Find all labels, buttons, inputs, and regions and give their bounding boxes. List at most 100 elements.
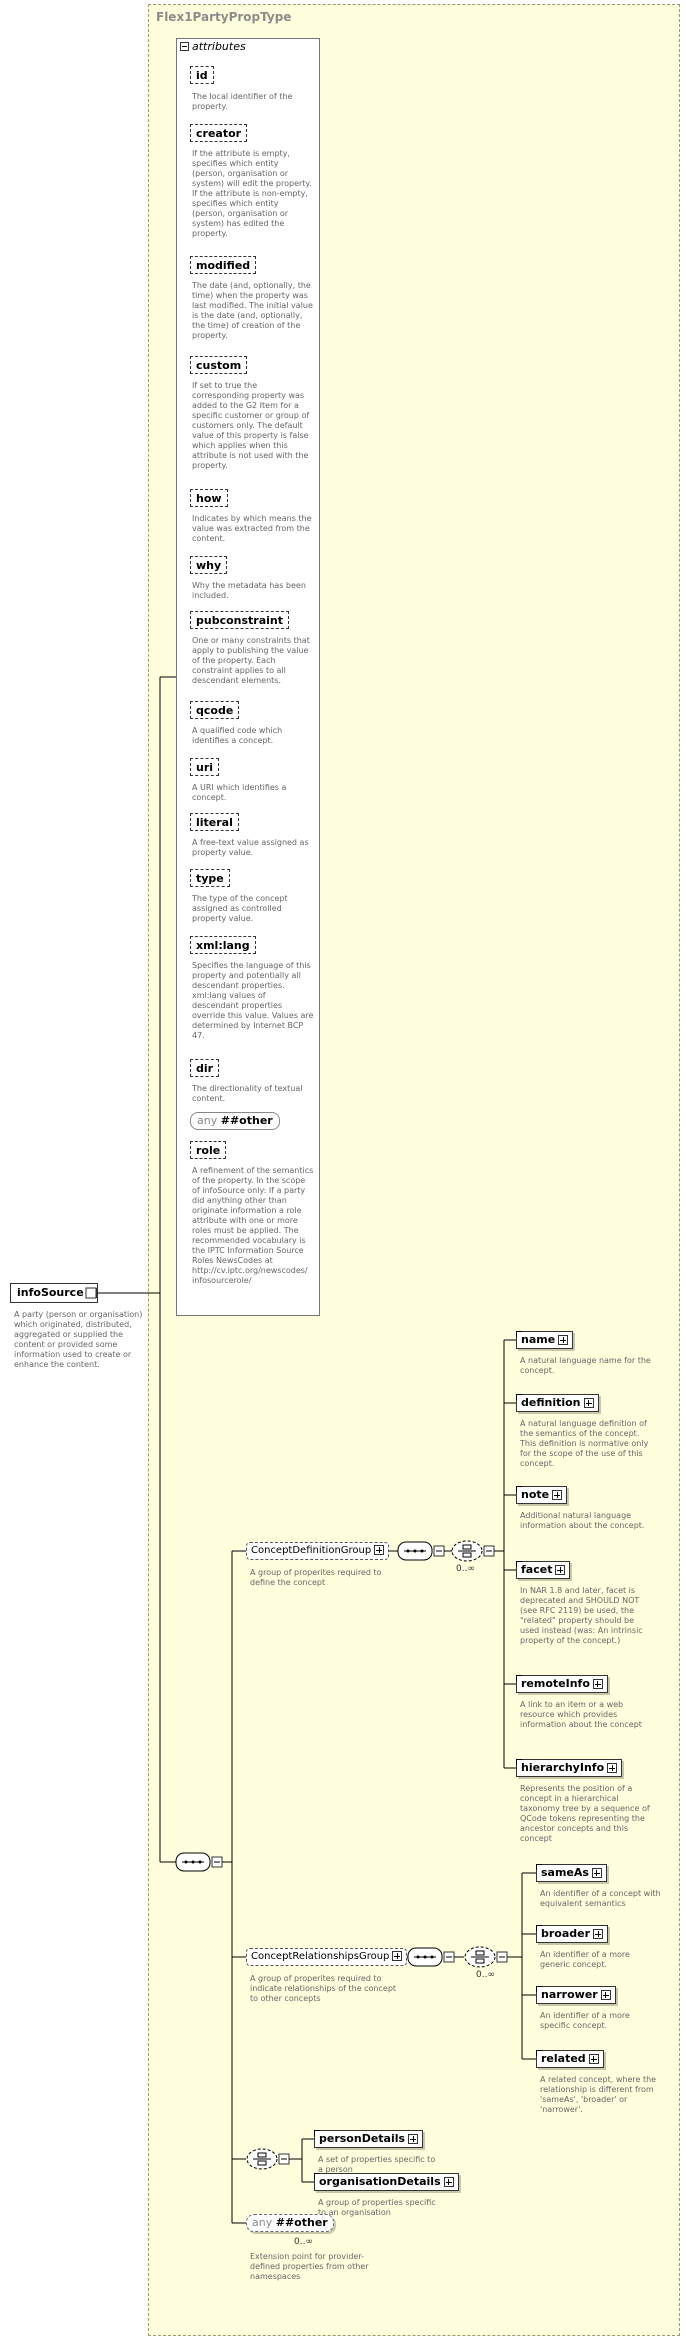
attribute-how[interactable]: how — [190, 489, 228, 507]
cardinality: 0..∞ — [294, 2237, 313, 2247]
element-narrower[interactable]: narrower — [536, 1986, 616, 2004]
expand-icon[interactable] — [552, 1490, 563, 1500]
attribute-desc: Specifies the language of this property … — [192, 961, 314, 1040]
expand-icon[interactable] — [555, 1565, 566, 1575]
element-label: narrower — [541, 1988, 598, 2001]
element-desc: Additional natural language information … — [520, 1511, 645, 1530]
group-concept-definition[interactable]: ConceptDefinitionGroup — [246, 1542, 390, 1560]
any-element[interactable]: any ##other — [246, 2214, 334, 2232]
attribute-qcode[interactable]: qcode — [190, 701, 240, 719]
expand-icon[interactable] — [408, 2134, 419, 2144]
element-label: sameAs — [541, 1866, 589, 1879]
sequence-compositor[interactable] — [175, 1852, 223, 1872]
element-label: broader — [541, 1927, 591, 1940]
element-label: related — [541, 2052, 586, 2065]
expand-icon[interactable] — [593, 1929, 604, 1939]
attribute-xml-lang[interactable]: xml:lang — [190, 936, 256, 954]
root-element-desc: A party (person or organisation) which o… — [14, 1310, 143, 1369]
expand-icon[interactable] — [592, 1679, 603, 1689]
attribute-id[interactable]: id — [190, 66, 214, 84]
root-element-label: infoSource — [17, 1286, 84, 1299]
element-desc: A related concept, where the relationshi… — [540, 2075, 657, 2114]
element-label: hierarchyInfo — [521, 1761, 605, 1774]
expand-icon[interactable] — [443, 2177, 454, 2187]
element-remoteinfo[interactable]: remoteInfo — [516, 1675, 608, 1693]
any-namespace: ##other — [220, 1114, 273, 1127]
element-desc: A link to an item or a web resource whic… — [520, 1700, 642, 1729]
sequence-compositor[interactable] — [397, 1541, 445, 1561]
element-facet[interactable]: facet — [516, 1561, 571, 1579]
element-desc: A group of properties specific to an org… — [318, 2198, 436, 2217]
attribute-desc: The directionality of textual content. — [192, 1084, 303, 1103]
cardinality: 0..∞ — [456, 1564, 475, 1574]
choice-compositor[interactable] — [451, 1540, 495, 1562]
group-desc: A group of properites required to indica… — [250, 1974, 397, 2003]
root-element-infosource[interactable]: infoSource — [10, 1283, 98, 1303]
element-organisationdetails[interactable]: organisationDetails — [314, 2173, 459, 2191]
attributes-label: attributes — [192, 40, 246, 53]
attributes-header[interactable]: attributes — [180, 40, 246, 53]
element-label: facet — [521, 1563, 553, 1576]
group-desc: A group of properites required to define… — [250, 1568, 382, 1587]
attribute-modified[interactable]: modified — [190, 256, 257, 274]
group-label: ConceptDefinitionGroup — [251, 1545, 372, 1556]
attribute-role[interactable]: role — [190, 1141, 227, 1159]
element-desc: A natural language definition of the sem… — [520, 1419, 649, 1468]
element-related[interactable]: related — [536, 2050, 604, 2068]
element-label: definition — [521, 1396, 581, 1409]
expand-icon[interactable] — [374, 1545, 385, 1555]
element-name[interactable]: name — [516, 1331, 574, 1349]
attribute-desc: The date (and, optionally, the time) whe… — [192, 281, 313, 340]
attribute-dir[interactable]: dir — [190, 1059, 220, 1077]
element-definition[interactable]: definition — [516, 1394, 599, 1412]
attribute-literal[interactable]: literal — [190, 813, 239, 831]
expand-icon[interactable] — [600, 1990, 611, 2000]
element-note[interactable]: note — [516, 1486, 568, 1504]
choice-compositor[interactable] — [246, 2148, 290, 2170]
element-persondetails[interactable]: personDetails — [314, 2130, 424, 2148]
attribute-desc: If the attribute is empty, specifies whi… — [192, 149, 312, 238]
expand-icon[interactable] — [591, 1868, 602, 1878]
expand-icon[interactable] — [392, 1951, 403, 1961]
element-desc: An identifier of a more generic concept. — [540, 1950, 630, 1969]
collapse-icon[interactable] — [180, 42, 189, 51]
expand-icon[interactable] — [607, 1763, 618, 1773]
attribute-pubconstraint[interactable]: pubconstraint — [190, 611, 290, 629]
expand-icon[interactable] — [558, 1335, 569, 1345]
element-desc: An identifier of a more specific concept… — [540, 2011, 630, 2030]
element-label: organisationDetails — [319, 2175, 441, 2188]
attribute-desc: The local identifier of the property. — [192, 92, 293, 111]
attribute-custom[interactable]: custom — [190, 356, 248, 374]
element-desc: Represents the position of a concept in … — [520, 1784, 650, 1843]
attribute-desc: A qualified code which identifies a conc… — [192, 726, 283, 745]
type-title: Flex1PartyPropType — [156, 10, 292, 24]
choice-compositor[interactable] — [464, 1946, 508, 1968]
attribute-desc: Indicates by which means the value was e… — [192, 514, 312, 543]
element-label: remoteInfo — [521, 1677, 590, 1690]
attribute-desc: Why the metadata has been included. — [192, 581, 306, 600]
attribute-desc: The type of the concept assigned as cont… — [192, 894, 288, 923]
any-namespace: ##other — [275, 2216, 328, 2229]
attribute-desc: If set to true the corresponding propert… — [192, 381, 310, 470]
element-hierarchyinfo[interactable]: hierarchyInfo — [516, 1759, 623, 1777]
any-attribute[interactable]: any ##other — [190, 1112, 280, 1130]
element-desc: A set of properties specific to a person — [318, 2155, 436, 2174]
any-keyword: any — [252, 2216, 273, 2229]
element-label: note — [521, 1488, 550, 1501]
expand-icon[interactable] — [588, 2054, 599, 2064]
element-desc: An identifier of a concept with equivale… — [540, 1889, 661, 1908]
attribute-type[interactable]: type — [190, 869, 230, 887]
group-label: ConceptRelationshipsGroup — [251, 1951, 390, 1962]
sequence-compositor[interactable] — [407, 1947, 455, 1967]
attribute-desc: A free-text value assigned as property v… — [192, 838, 309, 857]
attribute-creator[interactable]: creator — [190, 124, 248, 142]
attribute-why[interactable]: why — [190, 556, 228, 574]
element-desc: In NAR 1.8 and later, facet is deprecate… — [520, 1586, 643, 1645]
attribute-uri[interactable]: uri — [190, 758, 220, 776]
element-broader[interactable]: broader — [536, 1925, 609, 1943]
expand-icon[interactable] — [583, 1398, 594, 1408]
group-concept-relationships[interactable]: ConceptRelationshipsGroup — [246, 1948, 408, 1966]
element-label: personDetails — [319, 2132, 406, 2145]
element-sameas[interactable]: sameAs — [536, 1864, 607, 1882]
